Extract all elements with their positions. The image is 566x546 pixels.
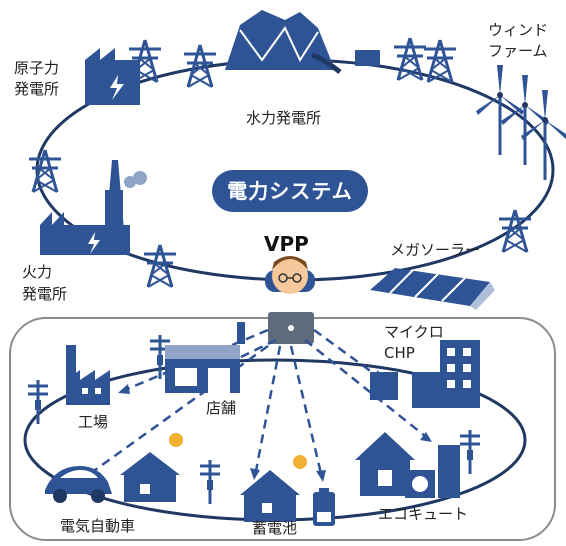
store-label: 店舗 <box>206 399 237 417</box>
ev-label: 電気自動車 <box>60 517 136 535</box>
wind-label-2: ファーム <box>488 42 548 60</box>
hydro-label: 水力発電所 <box>246 109 322 127</box>
thermal-plant-icon <box>40 160 147 255</box>
dam-icon <box>225 10 380 74</box>
pylon-icon <box>422 38 458 84</box>
pylon-icon <box>392 36 428 82</box>
house-icon <box>355 432 415 496</box>
sun-icon <box>293 455 307 469</box>
building-icon <box>370 340 480 408</box>
pylon-icon <box>27 148 63 194</box>
battery-label: 蓄電池 <box>252 519 298 537</box>
vpp-label: VPP <box>264 232 309 256</box>
wind-turbine-icon <box>499 73 551 167</box>
pylon-icon <box>497 208 533 254</box>
power-system-title: 電力システム <box>212 170 368 212</box>
ecocute-icon <box>405 445 460 498</box>
utility-pole-icon <box>26 378 50 426</box>
utility-pole-icon <box>458 428 482 476</box>
laptop-icon <box>268 312 314 344</box>
battery-icon <box>313 488 335 526</box>
store-icon <box>165 345 240 393</box>
solar-label: メガソーラー <box>390 241 481 259</box>
thermal-label-1: 火力 <box>22 263 53 281</box>
nuclear-label-1: 原子力 <box>14 59 60 77</box>
car-icon <box>45 466 112 503</box>
person-icon <box>265 256 315 294</box>
wind-label-1: ウィンド <box>488 21 549 39</box>
factory-icon <box>66 345 110 405</box>
nuclear-label-2: 発電所 <box>14 80 60 98</box>
chp-label-1: マイクロ <box>384 323 444 341</box>
nuclear-plant-icon <box>85 48 140 105</box>
solar-panel-icon <box>370 268 495 310</box>
house-icon <box>120 452 180 502</box>
sun-icon <box>169 433 183 447</box>
house-icon <box>240 470 300 522</box>
utility-pole-icon <box>198 458 222 506</box>
wind-turbine-icon <box>474 63 526 157</box>
thermal-label-2: 発電所 <box>22 285 68 303</box>
meter-icon <box>237 322 245 344</box>
wind-turbine-icon <box>519 88 566 182</box>
chp-label-2: CHP <box>384 344 415 362</box>
ecocute-label: エコキュート <box>378 505 469 523</box>
factory-label: 工場 <box>78 413 109 431</box>
